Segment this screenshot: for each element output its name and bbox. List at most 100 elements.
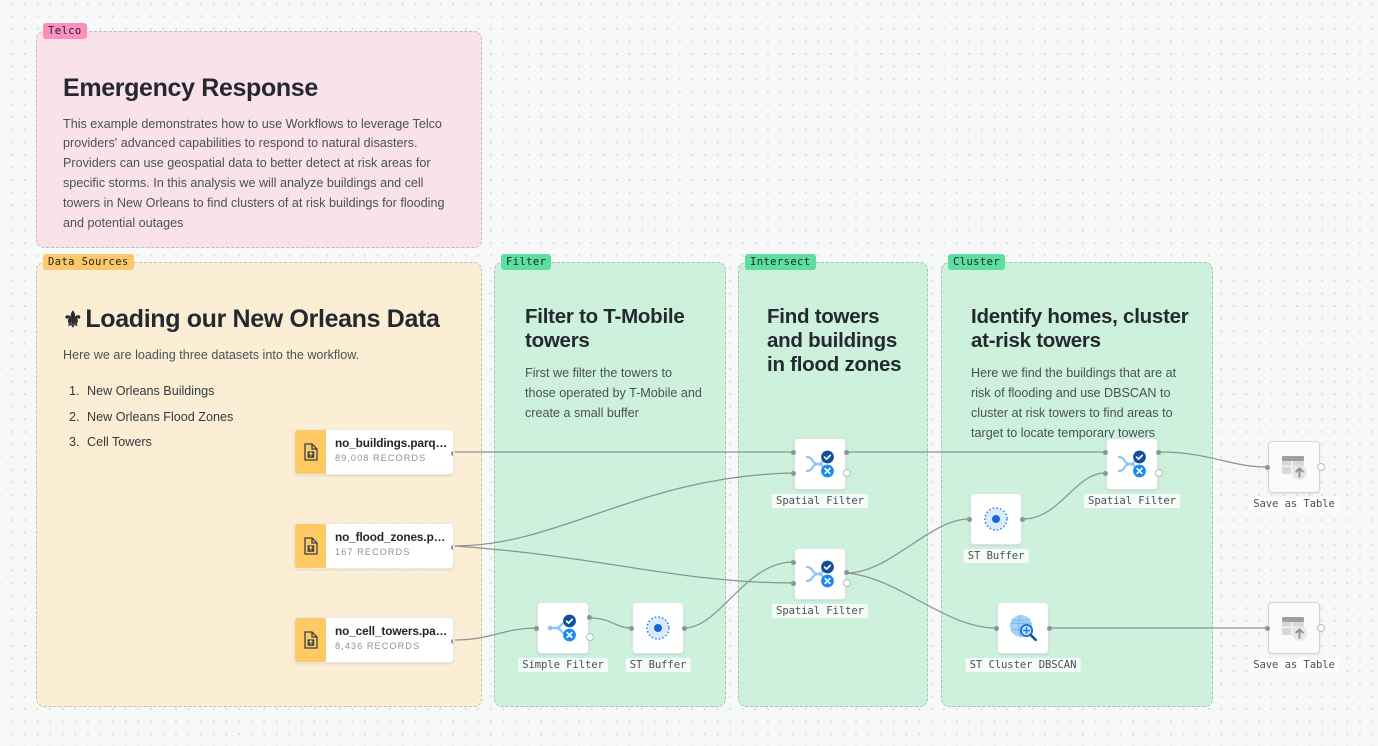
intersect-title: Find towers and buildings in flood zones xyxy=(767,305,902,377)
source-records: 89,008 RECORDS xyxy=(335,453,427,463)
st-buffer-icon xyxy=(984,507,1008,531)
source-node-text: no_flood_zones.p… 167 RECORDS xyxy=(326,524,445,568)
node-label: ST Buffer xyxy=(963,549,1029,563)
input-port-target[interactable] xyxy=(791,450,796,455)
input-port-filter[interactable] xyxy=(791,581,796,586)
telco-body: This example demonstrates how to use Wor… xyxy=(63,116,445,230)
input-port-target[interactable] xyxy=(791,560,796,565)
node-spatial-filter-1[interactable]: Spatial Filter xyxy=(772,438,868,508)
node-body[interactable] xyxy=(794,438,846,490)
panel-telco[interactable]: Telco Emergency Response This example de… xyxy=(36,23,482,248)
output-port-nomatch[interactable] xyxy=(843,469,851,477)
panel-filter[interactable]: Filter Filter to T-Mobile towers First w… xyxy=(494,254,726,707)
node-body[interactable] xyxy=(997,602,1049,654)
node-body[interactable] xyxy=(632,602,684,654)
output-port[interactable] xyxy=(682,626,687,631)
source-records: 8,436 RECORDS xyxy=(335,641,421,651)
node-save-as-table-1[interactable]: Save as Table xyxy=(1249,441,1339,511)
node-spatial-filter-3[interactable]: Spatial Filter xyxy=(1084,438,1180,508)
output-port[interactable] xyxy=(451,639,453,644)
output-port-nomatch[interactable] xyxy=(843,579,851,587)
panel-tag-telco: Telco xyxy=(43,23,87,40)
node-label: Spatial Filter xyxy=(772,494,868,508)
output-port[interactable] xyxy=(451,545,453,550)
spatial-filter-icon xyxy=(805,560,834,588)
output-port-nomatch[interactable] xyxy=(586,633,594,641)
panel-cluster[interactable]: Cluster Identify homes, cluster at-risk … xyxy=(941,254,1213,707)
input-port[interactable] xyxy=(629,626,634,631)
output-port-match[interactable] xyxy=(844,450,849,455)
data-sources-title-text: Loading our New Orleans Data xyxy=(85,305,440,333)
spatial-filter-icon xyxy=(805,450,834,478)
source-name: no_flood_zones.p… xyxy=(335,530,446,544)
input-port[interactable] xyxy=(1265,465,1270,470)
node-st-buffer-2[interactable]: ST Buffer xyxy=(963,493,1029,563)
output-port[interactable] xyxy=(1047,626,1052,631)
node-body[interactable] xyxy=(537,602,589,654)
source-node-text: no_buildings.parq… 89,008 RECORDS xyxy=(326,430,447,474)
data-sources-title: ⚜Loading our New Orleans Data xyxy=(63,305,463,335)
node-label: Save as Table xyxy=(1249,658,1339,672)
panel-tag-filter: Filter xyxy=(501,254,552,271)
input-port[interactable] xyxy=(1265,626,1270,631)
input-port[interactable] xyxy=(534,626,539,631)
output-port-match[interactable] xyxy=(1156,450,1161,455)
output-port[interactable] xyxy=(1020,517,1025,522)
cluster-body: Here we find the buildings that are at r… xyxy=(971,366,1177,441)
st-buffer-icon xyxy=(646,616,670,640)
node-body[interactable] xyxy=(970,493,1022,545)
list-item: Cell Towers xyxy=(83,430,463,455)
output-port-match[interactable] xyxy=(587,615,592,620)
input-port[interactable] xyxy=(994,626,999,631)
panel-tag-cluster: Cluster xyxy=(948,254,1006,271)
node-label: Spatial Filter xyxy=(772,604,868,618)
source-node-text: no_cell_towers.pa… 8,436 RECORDS xyxy=(326,618,447,662)
node-body[interactable] xyxy=(794,548,846,600)
cluster-note: Identify homes, cluster at-risk towers H… xyxy=(971,305,1193,444)
simple-filter-icon xyxy=(547,614,576,642)
input-port-filter[interactable] xyxy=(791,471,796,476)
node-label: ST Cluster DBSCAN xyxy=(965,658,1081,672)
node-spatial-filter-2[interactable]: Spatial Filter xyxy=(772,548,868,618)
node-body[interactable] xyxy=(1106,438,1158,490)
output-port[interactable] xyxy=(451,451,453,456)
panel-tag-data-sources: Data Sources xyxy=(43,254,134,271)
panel-tag-intersect: Intersect xyxy=(745,254,816,271)
source-records: 167 RECORDS xyxy=(335,547,411,557)
input-port[interactable] xyxy=(967,517,972,522)
data-sources-body: Here we are loading three datasets into … xyxy=(63,347,360,362)
file-import-icon xyxy=(295,430,326,474)
filter-title: Filter to T-Mobile towers xyxy=(525,305,685,353)
source-node-cell-towers[interactable]: no_cell_towers.pa… 8,436 RECORDS xyxy=(294,617,454,663)
source-name: no_buildings.parq… xyxy=(335,436,448,450)
fleur-de-lis-icon: ⚜ xyxy=(63,307,83,332)
node-label: Save as Table xyxy=(1249,497,1339,511)
output-port-nomatch[interactable] xyxy=(1155,469,1163,477)
output-port[interactable] xyxy=(1317,624,1325,632)
telco-title: Emergency Response xyxy=(63,74,318,102)
file-import-icon xyxy=(295,524,326,568)
node-label: Simple Filter xyxy=(518,658,608,672)
node-body[interactable] xyxy=(1268,441,1320,493)
cluster-title: Identify homes, cluster at-risk towers xyxy=(971,305,1189,353)
panel-data-sources[interactable]: Data Sources ⚜Loading our New Orleans Da… xyxy=(36,254,482,707)
output-port[interactable] xyxy=(1317,463,1325,471)
output-port-match[interactable] xyxy=(844,570,849,575)
list-item: New Orleans Flood Zones xyxy=(83,405,463,430)
filter-note: Filter to T-Mobile towers First we filte… xyxy=(525,305,705,424)
data-sources-list: New Orleans Buildings New Orleans Flood … xyxy=(83,379,463,455)
node-body[interactable] xyxy=(1268,602,1320,654)
node-st-buffer-1[interactable]: ST Buffer xyxy=(625,602,691,672)
input-port-filter[interactable] xyxy=(1103,471,1108,476)
source-node-flood-zones[interactable]: no_flood_zones.p… 167 RECORDS xyxy=(294,523,454,569)
intersect-note: Find towers and buildings in flood zones xyxy=(767,305,907,378)
save-table-icon xyxy=(1282,617,1307,641)
save-table-icon xyxy=(1282,456,1307,480)
node-simple-filter[interactable]: Simple Filter xyxy=(518,602,608,672)
node-st-cluster-dbscan[interactable]: ST Cluster DBSCAN xyxy=(965,602,1081,672)
source-node-buildings[interactable]: no_buildings.parq… 89,008 RECORDS xyxy=(294,429,454,475)
node-save-as-table-2[interactable]: Save as Table xyxy=(1249,602,1339,672)
source-name: no_cell_towers.pa… xyxy=(335,624,448,638)
input-port-target[interactable] xyxy=(1103,450,1108,455)
